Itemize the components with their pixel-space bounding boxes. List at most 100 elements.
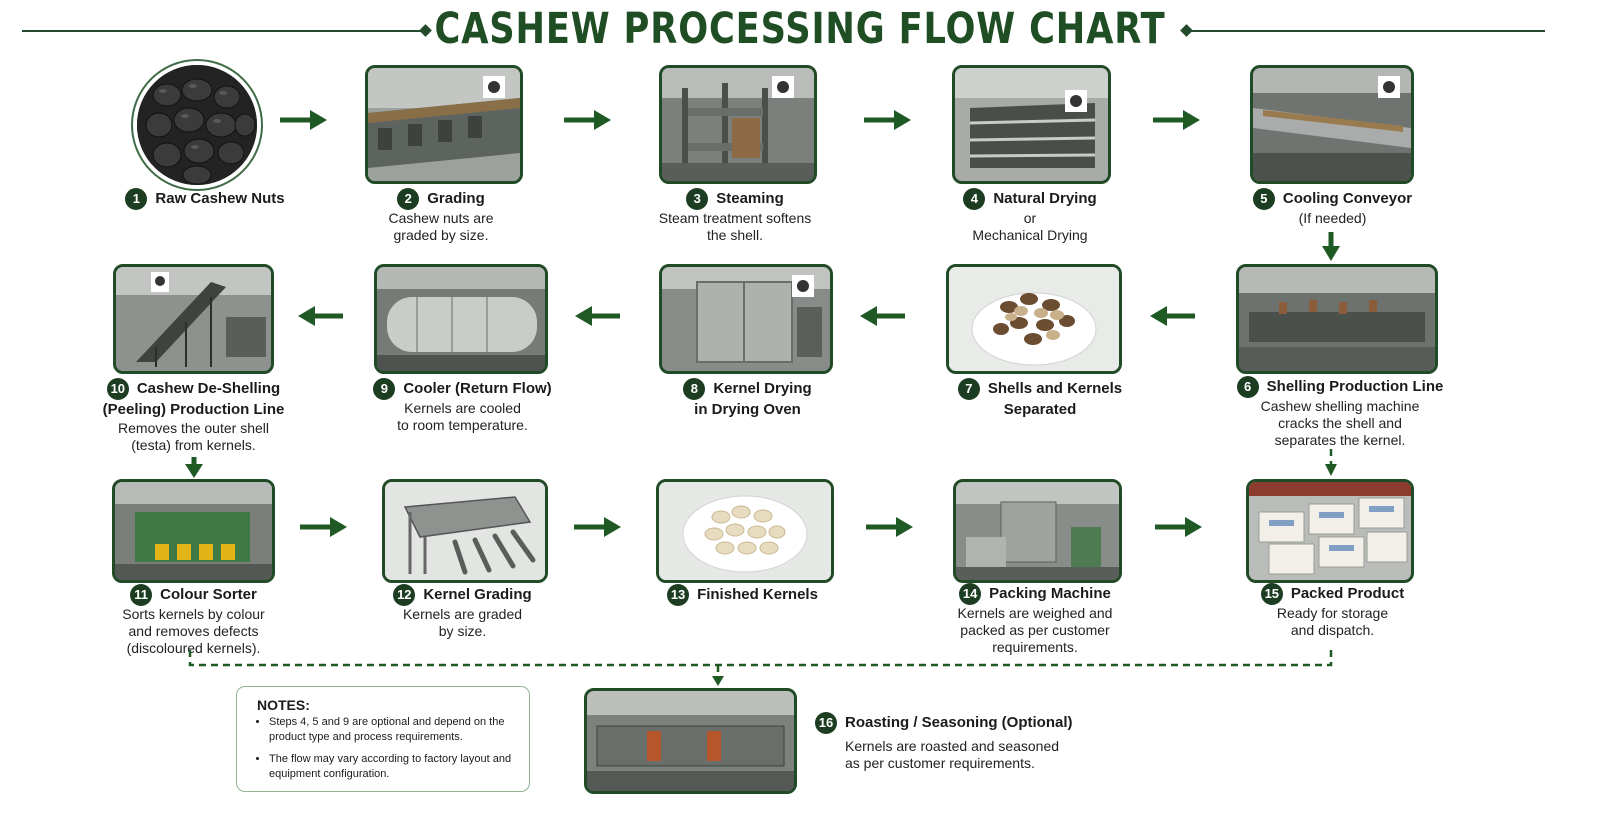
photo-grading bbox=[365, 65, 523, 184]
photo-packed-product bbox=[1246, 479, 1414, 583]
step-8-title: Kernel Drying bbox=[713, 380, 812, 397]
step-8-badge: 8 bbox=[683, 378, 706, 400]
step-11-desc-line: and removes defects bbox=[128, 623, 259, 639]
step-16-badge: 16 bbox=[815, 712, 837, 734]
step-12-label: 12 Kernel Grading Kernels are graded by s… bbox=[355, 584, 570, 640]
notes-list: Steps 4, 5 and 9 are optional and depend… bbox=[237, 715, 519, 789]
photo-natural-drying bbox=[952, 65, 1111, 184]
step-3-desc-line: the shell. bbox=[706, 227, 764, 243]
arrow-right-icon bbox=[866, 517, 913, 537]
arrow-right-icon bbox=[280, 110, 327, 130]
notes-title: NOTES: bbox=[257, 697, 310, 713]
step-12-desc-line: Kernels are graded bbox=[402, 606, 523, 622]
step-2-desc-line: graded by size. bbox=[393, 227, 489, 243]
step-9-desc-line: Kernels are cooled bbox=[404, 400, 521, 416]
step-5-title: Cooling Conveyor bbox=[1282, 190, 1413, 207]
step-13-label: 13 Finished Kernels bbox=[635, 584, 850, 606]
step-3-label: 3 Steaming Steam treatment softens the sh… bbox=[620, 188, 850, 244]
step-14-badge: 14 bbox=[959, 583, 982, 605]
notes-box: NOTES: Steps 4, 5 and 9 are optional and… bbox=[236, 686, 530, 792]
photo-drying-oven bbox=[659, 264, 833, 374]
step-15-badge: 15 bbox=[1260, 583, 1283, 605]
step-6-desc-line: Cashew shelling machine bbox=[1260, 398, 1420, 414]
step-9-desc-line: to room temperature. bbox=[397, 417, 528, 433]
step-11-desc-line: Sorts kernels by colour bbox=[122, 606, 265, 622]
arrow-down-icon bbox=[185, 457, 203, 478]
arrow-right-icon bbox=[564, 110, 611, 130]
step-6-label: 6 Shelling Production Line Cashew shellin… bbox=[1225, 376, 1455, 449]
step-2-badge: 2 bbox=[397, 188, 420, 210]
photo-kernel-grading bbox=[382, 479, 548, 583]
step-7-title: Shells and Kernels bbox=[987, 380, 1123, 397]
step-3-title: Steaming bbox=[716, 190, 784, 207]
arrow-left-icon bbox=[298, 306, 343, 326]
step-16-desc-line: as per customer requirements. bbox=[845, 755, 1035, 771]
photo-raw-cashew-nuts bbox=[133, 61, 261, 189]
arrow-left-icon bbox=[575, 306, 620, 326]
step-4-title: Natural Drying bbox=[993, 190, 1097, 207]
step-8-title-line2: in Drying Oven bbox=[694, 401, 801, 418]
step-15-desc-line: and dispatch. bbox=[1290, 622, 1375, 638]
step-15-label: 15 Packed Product Ready for storage and d… bbox=[1225, 583, 1440, 639]
page-title: CASHEW PROCESSING FLOW CHART bbox=[434, 4, 1166, 54]
photo-colour-sorter bbox=[112, 479, 275, 583]
arrow-down-icon bbox=[1322, 232, 1340, 261]
step-12-desc-line: by size. bbox=[438, 623, 487, 639]
step-3-desc-line: Steam treatment softens bbox=[658, 210, 812, 226]
step-2-desc-line: Cashew nuts are bbox=[388, 210, 494, 226]
arrow-right-icon bbox=[864, 110, 911, 130]
step-1-title: Raw Cashew Nuts bbox=[155, 190, 285, 207]
step-15-title: Packed Product bbox=[1290, 585, 1405, 602]
step-6-desc-line: cracks the shell and bbox=[1278, 415, 1402, 431]
arrow-right-icon bbox=[1155, 517, 1202, 537]
photo-shelling-line bbox=[1236, 264, 1438, 374]
title-rule-left bbox=[22, 30, 427, 32]
photo-shells-kernels bbox=[946, 264, 1122, 374]
step-11-title: Colour Sorter bbox=[160, 586, 257, 603]
step-16-label: 16 Roasting / Seasoning (Optional) Kernel… bbox=[815, 712, 1095, 772]
dashed-connector-bottom bbox=[188, 648, 1333, 667]
step-14-title: Packing Machine bbox=[989, 585, 1111, 602]
notes-item: Steps 4, 5 and 9 are optional and depend… bbox=[269, 715, 519, 745]
photo-finished-kernels bbox=[656, 479, 834, 583]
photo-packing-machine bbox=[953, 479, 1122, 583]
step-2-title: Grading bbox=[427, 190, 485, 207]
step-5-label: 5 Cooling Conveyor (If needed) bbox=[1225, 188, 1440, 227]
step-12-badge: 12 bbox=[393, 584, 416, 606]
step-16-desc-line: Kernels are roasted and seasoned bbox=[845, 738, 1060, 754]
notes-item: The flow may vary according to factory l… bbox=[269, 752, 519, 782]
step-9-title: Cooler (Return Flow) bbox=[403, 380, 552, 397]
step-15-desc-line: Ready for storage bbox=[1276, 605, 1389, 621]
step-3-badge: 3 bbox=[686, 188, 709, 210]
step-14-desc-line: requirements. bbox=[992, 639, 1078, 655]
step-7-title-line2: Separated bbox=[1003, 401, 1077, 418]
step-14-label: 14 Packing Machine Kernels are weighed an… bbox=[925, 583, 1145, 656]
step-14-desc-line: packed as per customer bbox=[960, 622, 1110, 638]
step-7-badge: 7 bbox=[957, 378, 980, 400]
arrow-left-icon bbox=[860, 306, 905, 326]
step-16-title: Roasting / Seasoning (Optional) bbox=[845, 714, 1073, 731]
step-6-title: Shelling Production Line bbox=[1266, 378, 1444, 395]
step-10-desc-line: (testa) from kernels. bbox=[131, 437, 256, 453]
step-13-title: Finished Kernels bbox=[697, 586, 818, 603]
photo-de-shelling-line bbox=[113, 264, 274, 374]
arrow-right-icon bbox=[300, 517, 347, 537]
step-12-title: Kernel Grading bbox=[423, 586, 532, 603]
step-14-desc-line: Kernels are weighed and bbox=[957, 605, 1113, 621]
step-4-desc-line: or bbox=[1023, 210, 1037, 226]
step-5-badge: 5 bbox=[1252, 188, 1275, 210]
arrow-right-icon bbox=[1153, 110, 1200, 130]
photo-steaming bbox=[659, 65, 817, 184]
step-6-badge: 6 bbox=[1236, 376, 1259, 398]
step-6-desc-line: separates the kernel. bbox=[1274, 432, 1406, 448]
step-13-badge: 13 bbox=[667, 584, 690, 606]
photo-cooling-conveyor bbox=[1250, 65, 1414, 184]
step-5-desc-line: (If needed) bbox=[1298, 210, 1367, 226]
step-10-badge: 10 bbox=[106, 378, 129, 400]
step-7-label: 7 Shells and Kernels Separated bbox=[930, 378, 1150, 420]
step-4-badge: 4 bbox=[963, 188, 986, 210]
step-1-badge: 1 bbox=[125, 188, 148, 210]
